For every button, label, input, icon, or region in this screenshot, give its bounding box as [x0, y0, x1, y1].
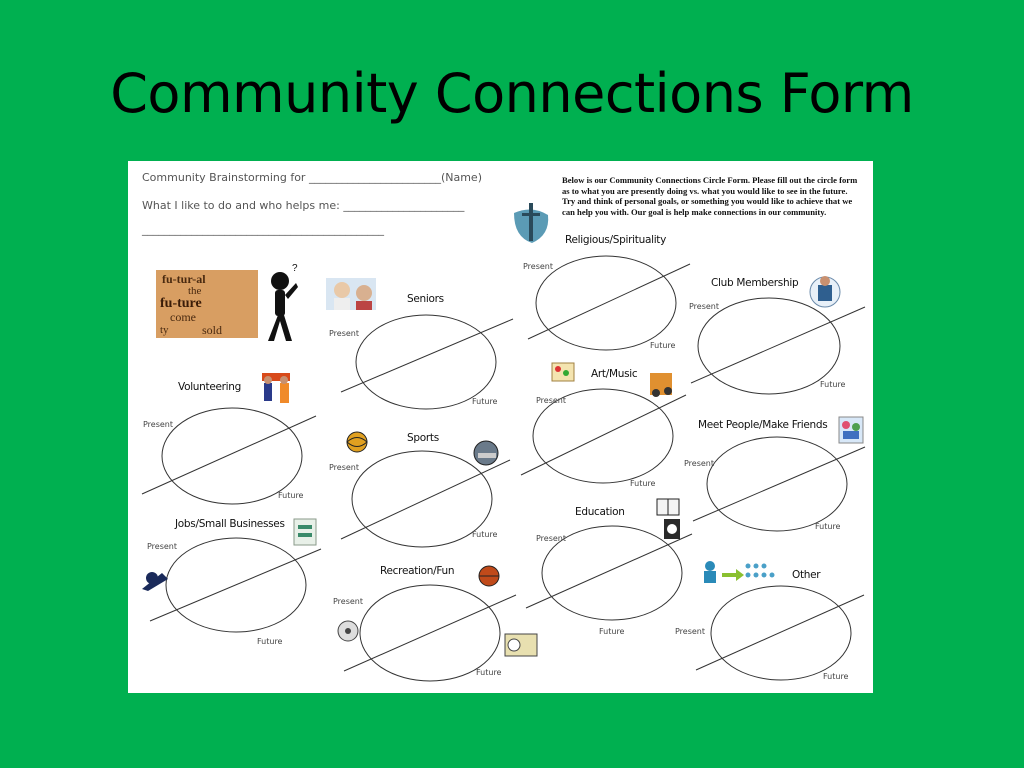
cat-education: Education	[575, 506, 625, 518]
future-label-volunteering: Future	[278, 491, 304, 500]
future-label-religious: Future	[650, 341, 676, 350]
thinking-figure-icon: ?	[268, 263, 298, 341]
cat-art-music: Art/Music	[591, 368, 638, 380]
present-label-jobs: Present	[147, 542, 178, 551]
svg-text:fu-tur-al: fu-tur-al	[162, 272, 206, 286]
svg-text:fu-ture: fu-ture	[160, 296, 202, 311]
seniors-photo-icon	[326, 278, 376, 310]
future-label-jobs: Future	[257, 637, 283, 646]
jobs-icon	[142, 518, 317, 591]
present-label-education: Present	[536, 534, 567, 543]
circle-volunteering	[161, 407, 303, 505]
present-label-art: Present	[536, 396, 567, 405]
other-icon	[704, 561, 775, 583]
future-label-club: Future	[820, 380, 846, 389]
cat-sports: Sports	[407, 432, 439, 444]
future-label-sports: Future	[472, 530, 498, 539]
meet-people-icon	[838, 416, 864, 444]
brainstorm-name-line[interactable]: Community Brainstorming for ____________…	[142, 171, 482, 184]
future-label-education: Future	[599, 627, 625, 636]
present-label-meet-people: Present	[684, 459, 715, 468]
likes-line[interactable]: What I like to do and who helps me: ____…	[142, 199, 465, 212]
future-label-other: Future	[823, 672, 849, 681]
community-connections-form: Community Brainstorming for ____________…	[128, 161, 873, 693]
circle-diagram: fu-tur-al the fu-ture come ty sold ?	[141, 203, 866, 682]
future-words-clipart: fu-tur-al the fu-ture come ty sold	[156, 270, 258, 338]
svg-text:ty: ty	[160, 324, 169, 336]
future-label-meet-people: Future	[815, 522, 841, 531]
cat-religious: Religious/Spirituality	[565, 234, 667, 246]
svg-text:the: the	[188, 285, 202, 297]
cat-club-membership: Club Membership	[711, 277, 799, 289]
volunteering-icon	[262, 373, 290, 403]
art-music-icon	[551, 362, 672, 397]
present-label-recreation: Present	[333, 597, 364, 606]
circle-religious	[535, 255, 677, 351]
education-icon	[656, 498, 680, 539]
future-label-seniors: Future	[472, 397, 498, 406]
slide-title: Community Connections Form	[110, 62, 914, 125]
present-label-other: Present	[675, 627, 706, 636]
svg-text:come: come	[170, 310, 196, 324]
cat-seniors: Seniors	[407, 293, 444, 305]
cat-other: Other	[792, 569, 821, 581]
present-label-seniors: Present	[329, 329, 360, 338]
circle-sports	[351, 450, 493, 548]
circle-art	[532, 388, 674, 484]
circle-jobs	[165, 537, 307, 633]
cat-meet-people: Meet People/Make Friends	[698, 419, 828, 431]
religious-icon	[514, 203, 549, 243]
recreation-icon	[337, 565, 538, 657]
cat-jobs: Jobs/Small Businesses	[175, 518, 285, 530]
instructions-text: Below is our Community Connections Circl…	[562, 175, 858, 217]
cat-volunteering: Volunteering	[178, 381, 242, 393]
present-label-religious: Present	[523, 262, 554, 271]
circle-club	[697, 297, 841, 395]
circle-recreation	[359, 584, 501, 682]
future-label-recreation: Future	[476, 668, 502, 677]
extra-line[interactable]: ________________________________________…	[142, 223, 384, 236]
future-label-art: Future	[630, 479, 656, 488]
cat-recreation: Recreation/Fun	[380, 565, 455, 577]
svg-text:sold: sold	[202, 323, 222, 337]
club-membership-icon	[809, 276, 841, 308]
circle-other	[710, 585, 852, 681]
circle-meet-people	[706, 436, 848, 532]
present-label-volunteering: Present	[143, 420, 174, 429]
present-label-club: Present	[689, 302, 720, 311]
svg-text:?: ?	[292, 263, 298, 274]
present-label-sports: Present	[329, 463, 360, 472]
sports-icon	[346, 431, 499, 466]
circle-seniors	[355, 314, 497, 410]
circle-education	[541, 525, 683, 621]
